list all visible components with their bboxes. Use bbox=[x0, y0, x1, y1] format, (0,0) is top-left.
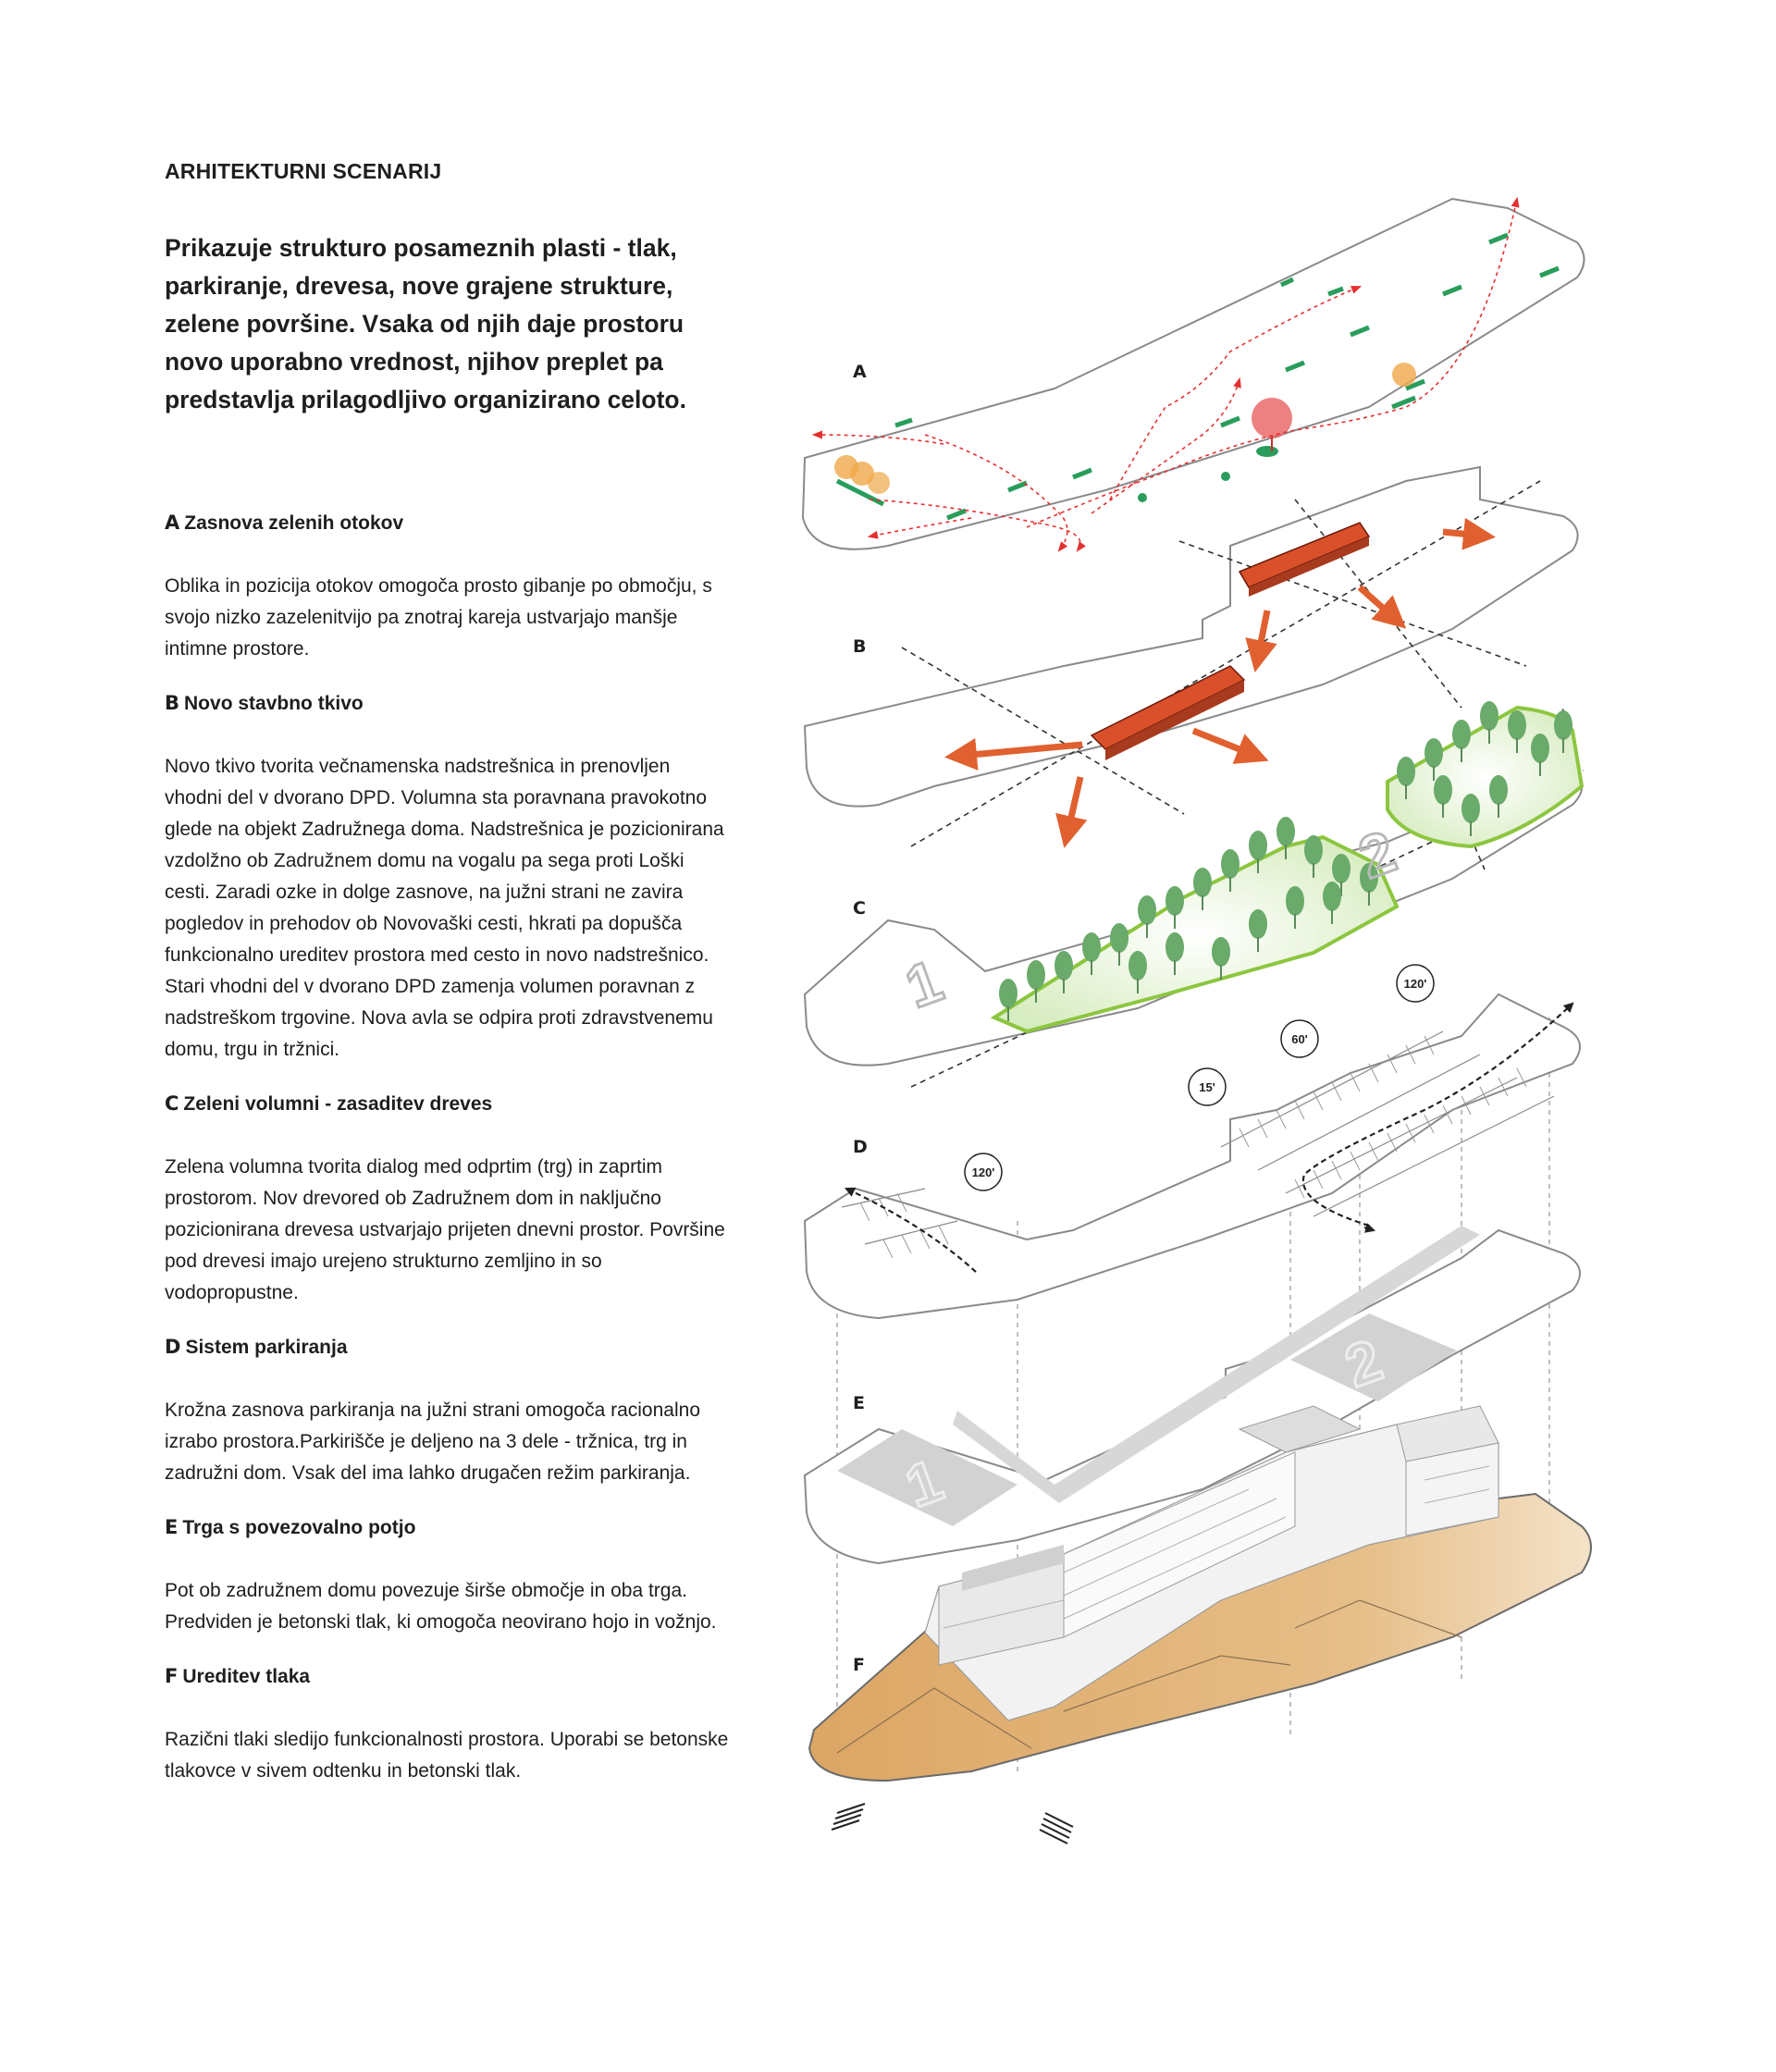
layer-label-b: B bbox=[853, 636, 866, 657]
parking-time-120-north: 120' bbox=[1404, 977, 1427, 991]
layer-label-a: A bbox=[853, 362, 867, 382]
layer-label-c: C bbox=[853, 898, 866, 919]
layer-label-f: F bbox=[853, 1655, 865, 1675]
crosswalks bbox=[832, 1804, 1073, 1844]
parking-time-15: 15' bbox=[1199, 1080, 1215, 1094]
parking-time-120-south: 120' bbox=[972, 1166, 995, 1179]
layer-label-e: E bbox=[853, 1393, 865, 1413]
parking-time-60: 60' bbox=[1291, 1032, 1308, 1046]
layer-label-d: D bbox=[853, 1137, 868, 1157]
